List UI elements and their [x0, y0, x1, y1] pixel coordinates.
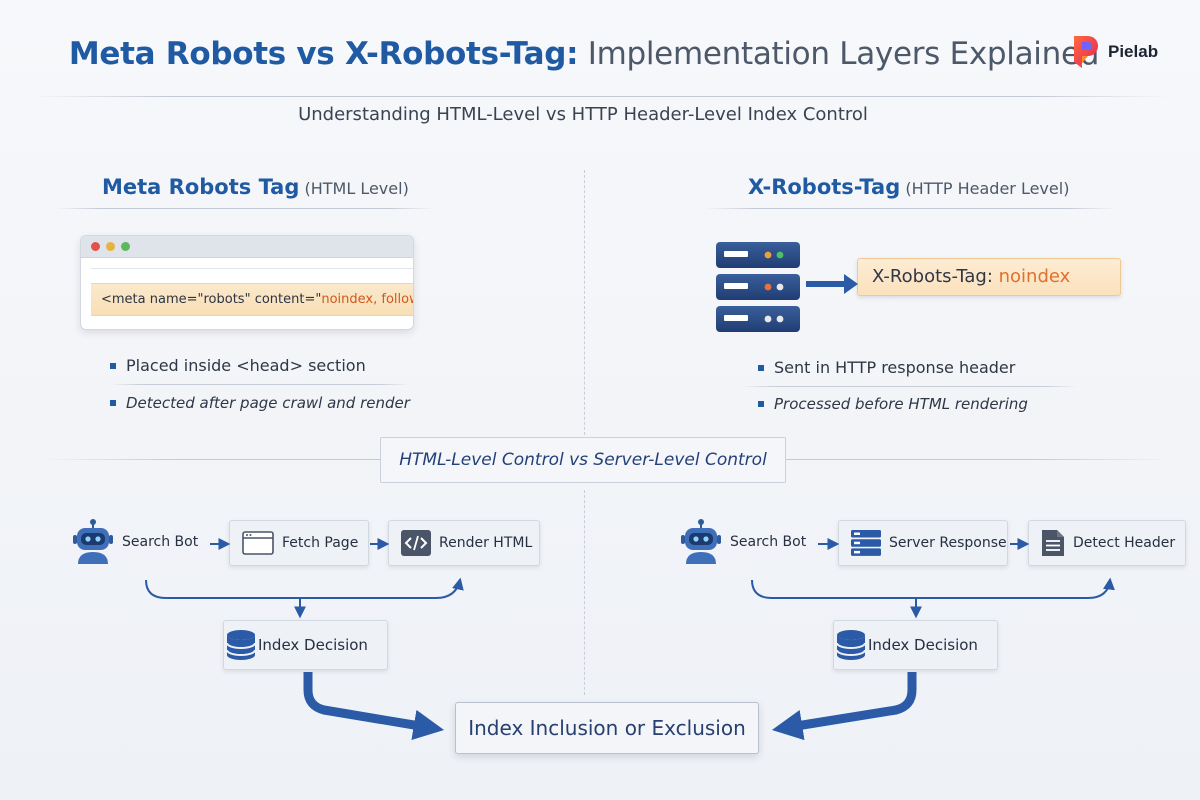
- right-step-search-bot: Search Bot: [676, 518, 816, 566]
- logo-text: Pielab: [1108, 42, 1159, 61]
- step-label: Render HTML: [439, 535, 533, 551]
- bullet-square-icon: [758, 401, 764, 407]
- meta-tag-code: <meta name="robots" content="noindex, fo…: [91, 283, 414, 316]
- code-prefix: <meta name="robots" content=": [101, 292, 322, 307]
- step-label: Server Response: [889, 535, 1007, 551]
- header-divider: [30, 96, 1170, 97]
- pielab-logo-icon: [1074, 36, 1098, 68]
- browser-minimize-dot-icon: [106, 242, 115, 251]
- left-heading-divider: [55, 208, 435, 209]
- server-rack-icon: [851, 530, 881, 556]
- left-step-search-bot: Search Bot: [68, 518, 208, 566]
- right-to-final-arrow-icon: [771, 672, 917, 741]
- right-heading-rest: (HTTP Header Level): [900, 179, 1070, 198]
- right-bullet-divider: [740, 386, 1078, 387]
- left-bullet-divider: [110, 384, 410, 385]
- step-label: Search Bot: [730, 534, 807, 550]
- right-bracket-arrow-icon: [751, 577, 1115, 599]
- browser-titlebar: [81, 236, 413, 258]
- right-step-detect-header: Detect Header: [1028, 520, 1186, 566]
- right-bullet-1: Sent in HTTP response header: [758, 358, 1015, 377]
- decision-label: Index Decision: [868, 636, 978, 654]
- page-title: Meta Robots vs X-Robots-Tag: Implementat…: [0, 36, 1168, 72]
- left-step-fetch-page: Fetch Page: [229, 520, 369, 566]
- browser-close-dot-icon: [91, 242, 100, 251]
- browser-content-line: [91, 268, 413, 269]
- left-bracket-arrow-icon: [145, 577, 464, 599]
- code-icon: [401, 530, 431, 556]
- step-label: Detect Header: [1073, 535, 1176, 551]
- right-index-decision: Index Decision: [833, 620, 998, 670]
- bullet-square-icon: [110, 400, 116, 406]
- right-bullet-2: Processed before HTML rendering: [758, 395, 1028, 413]
- x-robots-header-box: X-Robots-Tag: noindex: [857, 258, 1121, 296]
- database-icon: [836, 630, 866, 660]
- left-heading-rest: (HTML Level): [299, 179, 409, 198]
- right-step-server-response: Server Response: [838, 520, 1008, 566]
- header-label: X-Robots-Tag:: [872, 266, 999, 287]
- right-heading-strong: X-Robots-Tag: [748, 175, 901, 199]
- decision-label: Index Decision: [258, 636, 368, 654]
- browser-window-icon: [242, 531, 274, 555]
- robot-icon: [681, 519, 721, 564]
- left-index-decision: Index Decision: [223, 620, 388, 670]
- section-divider-top: [584, 170, 585, 440]
- browser-maximize-dot-icon: [121, 242, 130, 251]
- right-heading-divider: [705, 208, 1117, 209]
- title-strong: Meta Robots vs X-Robots-Tag:: [68, 36, 579, 72]
- left-bullet-1: Placed inside <head> section: [110, 356, 366, 375]
- subtitle: Understanding HTML-Level vs HTTP Header-…: [298, 104, 868, 125]
- final-outcome-box: Index Inclusion or Exclusion: [455, 702, 759, 754]
- left-bullet-2: Detected after page crawl and render: [110, 394, 410, 412]
- code-value: noindex, follow: [321, 292, 414, 307]
- left-to-final-arrow-icon: [303, 672, 445, 741]
- bullet-square-icon: [110, 362, 116, 369]
- step-label: Search Bot: [122, 534, 199, 550]
- bullet-square-icon: [758, 364, 764, 371]
- step-label: Fetch Page: [282, 535, 359, 551]
- document-icon: [1042, 530, 1064, 556]
- database-icon: [226, 630, 256, 660]
- right-section-title: X-Robots-Tag (HTTP Header Level): [748, 175, 1069, 199]
- section-divider-bottom: [584, 490, 585, 695]
- left-step-render-html: Render HTML: [388, 520, 540, 566]
- browser-mockup: <meta name="robots" content="noindex, fo…: [80, 235, 414, 330]
- brand-logo: Pielab: [1068, 30, 1178, 74]
- left-heading-strong: Meta Robots Tag: [102, 175, 300, 199]
- title-rest: Implementation Layers Explained: [578, 36, 1100, 72]
- header-value: noindex: [998, 266, 1071, 287]
- server-rack-icon: [716, 242, 800, 332]
- robot-icon: [73, 519, 113, 564]
- left-section-title: Meta Robots Tag (HTML Level): [102, 175, 409, 199]
- control-comparison-banner: HTML-Level Control vs Server-Level Contr…: [380, 437, 786, 483]
- server-to-header-arrow-icon: [806, 274, 858, 294]
